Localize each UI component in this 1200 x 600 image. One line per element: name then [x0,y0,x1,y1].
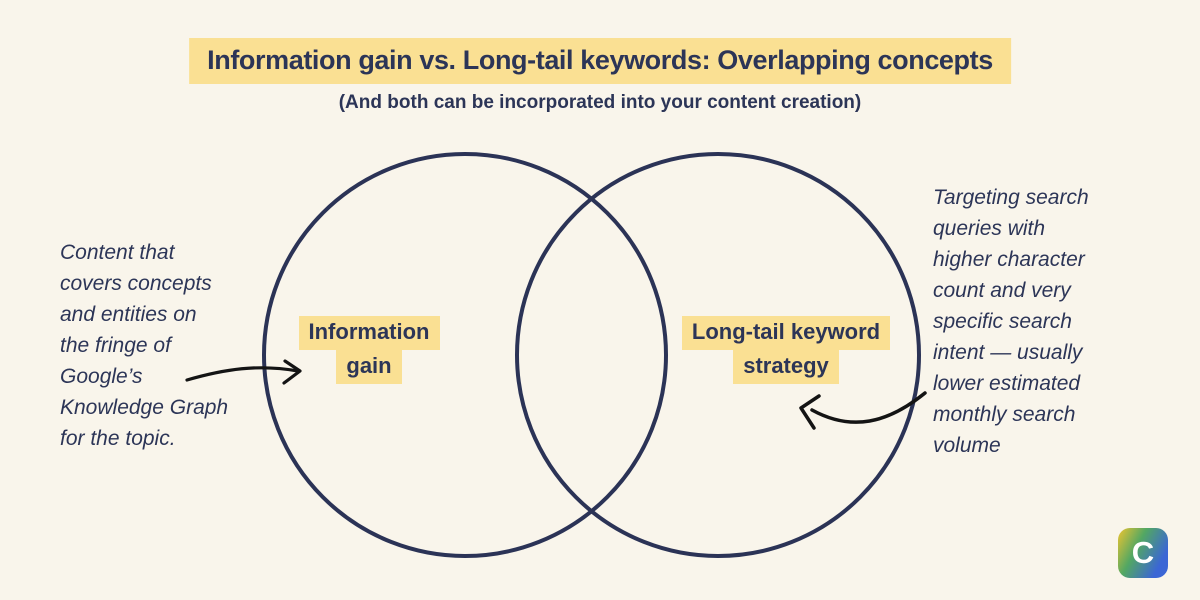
right-venn-circle [515,152,921,558]
right-circle-label-line2: strategy [733,350,839,384]
page-subtitle: (And both can be incorporated into your … [338,92,862,113]
left-circle-label: Information gain [269,316,469,384]
right-circle-label: Long-tail keyword strategy [666,316,906,384]
brand-logo-letter: C [1131,534,1155,570]
left-arrow-icon [185,359,302,385]
brand-logo: C [1118,528,1168,578]
page-title: Information gain vs. Long-tail keywords:… [207,45,993,75]
right-circle-label-line1: Long-tail keyword [681,316,891,350]
right-arrow-icon [799,391,927,430]
left-annotation-text: Content that covers concepts and entitie… [60,241,229,450]
right-annotation-text: Targeting search queries with higher cha… [933,186,1089,457]
left-venn-circle [262,152,668,558]
title-highlight: Information gain vs. Long-tail keywords:… [189,38,1011,84]
left-circle-label-line1: Information [298,316,440,350]
left-circle-label-line2: gain [336,350,402,384]
